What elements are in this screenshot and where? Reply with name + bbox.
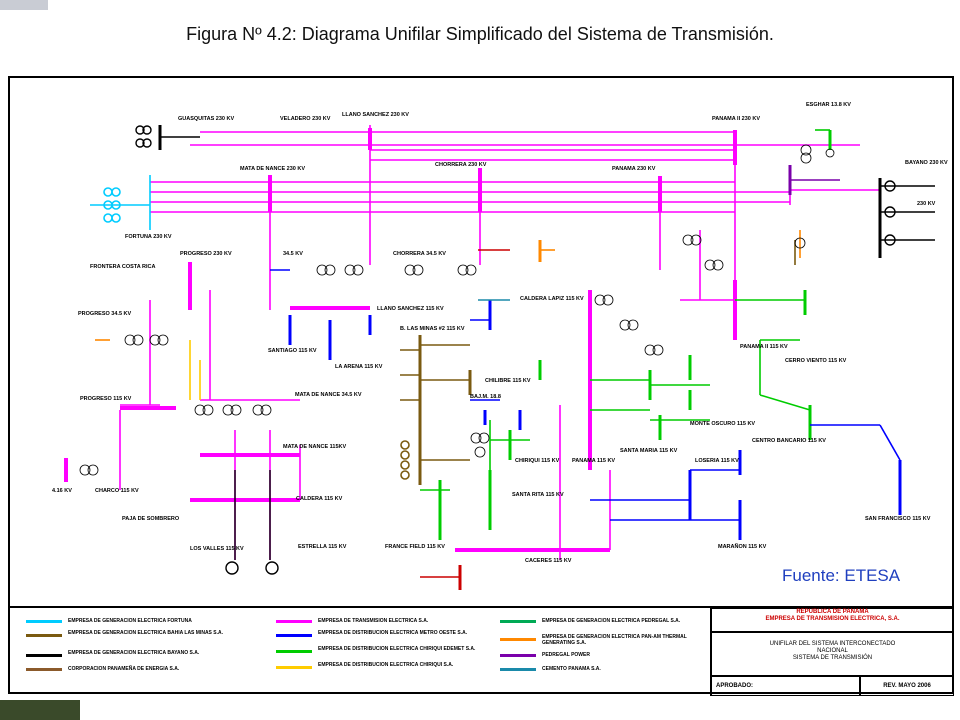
legend-item: CEMENTO PANAMA S.A.: [542, 666, 601, 672]
legend-swatch-pedregal: [500, 620, 536, 623]
label-progreso-345: PROGRESO 34.5 KV: [78, 311, 132, 317]
metro-oeste-lines: [270, 269, 902, 540]
transformer-symbols: [79, 144, 835, 476]
label-tigre: 4.16 KV: [52, 488, 72, 494]
legend-swatch-panamena: [26, 668, 62, 671]
legend-swatch-bayano: [26, 654, 62, 657]
label-france-field: FRANCE FIELD 115 KV: [385, 544, 445, 550]
label-santa-rita: SANTA RITA 115 KV: [512, 492, 564, 498]
legend-swatch-chiriqui: [276, 666, 312, 669]
title-block-header: REPUBLICA DE PANAMA EMPRESA DE TRANSMISI…: [710, 608, 954, 632]
source-label: Fuente: ETESA: [782, 566, 901, 585]
label-la-arena: LA ARENA 115 KV: [335, 364, 383, 370]
legend-swatch-pedregal-power: [500, 654, 536, 657]
label-chilibre: CHILIBRE 115 KV: [485, 378, 531, 384]
label-progreso: PROGRESO 230 KV: [180, 251, 232, 257]
legend: EMPRESA DE GENERACION ELECTRICA FORTUNA …: [8, 606, 954, 696]
label-chiriqui-115: CHIRIQUI 115 KV: [515, 458, 560, 464]
label-loseria: LOSERIA 115 KV: [695, 458, 739, 464]
label-llano-sanchez: LLANO SANCHEZ 230 KV: [342, 112, 409, 118]
label-charco: CHARCO 115 KV: [95, 488, 139, 494]
dark-red-lines: [420, 249, 510, 590]
label-caldera: 34.5 KV: [283, 251, 303, 257]
label-panama2-115: PANAMA II 115 KV: [740, 344, 788, 350]
figure-title: Figura Nº 4.2: Diagrama Unifilar Simplif…: [186, 24, 774, 44]
label-paja: PAJA DE SOMBRERO: [122, 516, 180, 522]
label-progreso-115: PROGRESO 115 KV: [80, 396, 132, 402]
label-mata-345: MATA DE NANCE 34.5 KV: [295, 392, 362, 398]
pan-am-lines: [95, 230, 801, 341]
label-llano-115: LLANO SANCHEZ 115 KV: [377, 306, 444, 312]
bayano-lines: [135, 125, 935, 575]
legend-item: EMPRESA DE GENERACION ELECTRICA PAN-AM T…: [542, 634, 687, 646]
title-block-desc2: NACIONAL: [817, 648, 848, 654]
legend-swatch-metro-oeste: [276, 634, 312, 637]
pedregal-power-lines: [788, 165, 840, 195]
label-monte-oscuro: MONTE OSCURO 115 KV: [690, 421, 755, 427]
label-bayano-top: BAYANO 230 KV: [905, 160, 948, 166]
label-panama: PANAMA 230 KV: [612, 166, 656, 172]
label-san-francisco: SAN FRANCISCO 115 KV: [865, 516, 931, 522]
label-chorrera: CHORRERA 230 KV: [435, 162, 487, 168]
label-las-minas2: B. LAS MINAS #2 115 KV: [400, 326, 465, 332]
legend-swatch-bahia: [26, 634, 62, 637]
label-bajo: BAJ.M. 18.8: [470, 394, 501, 400]
label-santiago: SANTIAGO 115 KV: [268, 348, 317, 354]
label-mata-115: MATA DE NANCE 115KV: [283, 444, 346, 450]
edemet-lines: [420, 129, 832, 540]
label-veladero: VELADERO 230 KV: [280, 116, 331, 122]
legend-item: PEDREGAL POWER: [542, 652, 590, 658]
legend-swatch-edemet: [276, 650, 312, 653]
legend-item: EMPRESA DE DISTRIBUCION ELECTRICA CHIRIQ…: [318, 662, 454, 668]
label-fortuna: FORTUNA 230 KV: [125, 234, 172, 240]
label-costa-rica: FRONTERA COSTA RICA: [90, 264, 156, 270]
legend-item: EMPRESA DE TRANSMISION ELECTRICA S.A.: [318, 618, 429, 624]
label-bayano-right: 230 KV: [917, 201, 936, 207]
title-block-company: EMPRESA DE TRANSMISION ELECTRICA, S.A.: [765, 616, 900, 622]
legend-swatch-cemento: [500, 668, 536, 671]
corner-thumbnail: [0, 700, 80, 720]
chiriqui-lines: [189, 340, 201, 400]
label-guasquitas: GUASQUITAS 230 KV: [178, 116, 234, 122]
bahia-lines: [400, 240, 796, 485]
legend-item: EMPRESA DE DISTRIBUCION ELECTRICA CHIRIQ…: [318, 646, 476, 652]
legend-item: CORPORACION PANAMEÑA DE ENERGIA S.A.: [68, 666, 180, 672]
corner-shade: [0, 0, 48, 10]
legend-item: EMPRESA DE GENERACION ELECTRICA FORTUNA: [68, 618, 192, 624]
legend-swatch-pan-am: [500, 638, 536, 641]
legend-swatch-etesa: [276, 620, 312, 623]
label-esgnar: ESGHAR 13.8 KV: [806, 102, 851, 108]
legend-swatch-fortuna: [26, 620, 62, 623]
label-mata-de-nance: MATA DE NANCE 230 KV: [240, 166, 305, 172]
diagram-frame: [8, 76, 954, 694]
title-block-description: UNIFILAR DEL SISTEMA INTERCONECTADO NACI…: [710, 632, 954, 676]
label-panama115: PANAMA 115 KV: [572, 458, 615, 464]
legend-item: EMPRESA DE GENERACION ELECTRICA BAHIA LA…: [68, 630, 224, 636]
label-chorrera-345: CHORRERA 34.5 KV: [393, 251, 446, 257]
label-cerro-viento: CERRO VIENTO 115 KV: [785, 358, 847, 364]
legend-item: EMPRESA DE GENERACION ELECTRICA PEDREGAL…: [542, 618, 681, 624]
label-centro-bancario: CENTRO BANCARIO 115 KV: [752, 438, 826, 444]
label-santa-maria: SANTA MARIA 115 KV: [620, 448, 678, 454]
label-panama2: PANAMA II 230 KV: [712, 116, 760, 122]
label-caceres: CACERES 115 KV: [525, 558, 572, 564]
label-maranon: MARAÑON 115 KV: [718, 543, 767, 550]
title-block-aprobado: APROBADO:: [710, 676, 860, 696]
station-labels: GUASQUITAS 230 KV VELADERO 230 KV LLANO …: [52, 102, 948, 564]
label-los-valles: LOS VALLES 115 KV: [190, 546, 244, 552]
legend-item: EMPRESA DE DISTRIBUCION ELECTRICA METRO …: [318, 630, 468, 636]
legend-item: EMPRESA DE GENERACION ELECTRICA BAYANO S…: [68, 650, 200, 656]
label-caldera-115: CALDERA 115 KV: [296, 496, 343, 502]
title-block-republic: REPUBLICA DE PANAMA: [796, 609, 869, 615]
title-block-rev: REV. MAYO 2006: [860, 676, 954, 696]
transmission-lines-230: [119, 125, 881, 560]
title-block-desc3: SISTEMA DE TRANSMISIÓN: [792, 655, 873, 661]
label-estrella: ESTRELLA 115 KV: [298, 544, 347, 550]
label-cal-lapiz: CALDERA LAPIZ 115 KV: [520, 296, 584, 302]
title-block-desc1: UNIFILAR DEL SISTEMA INTERCONECTADO: [769, 641, 896, 647]
fortuna-lines: [90, 175, 151, 230]
